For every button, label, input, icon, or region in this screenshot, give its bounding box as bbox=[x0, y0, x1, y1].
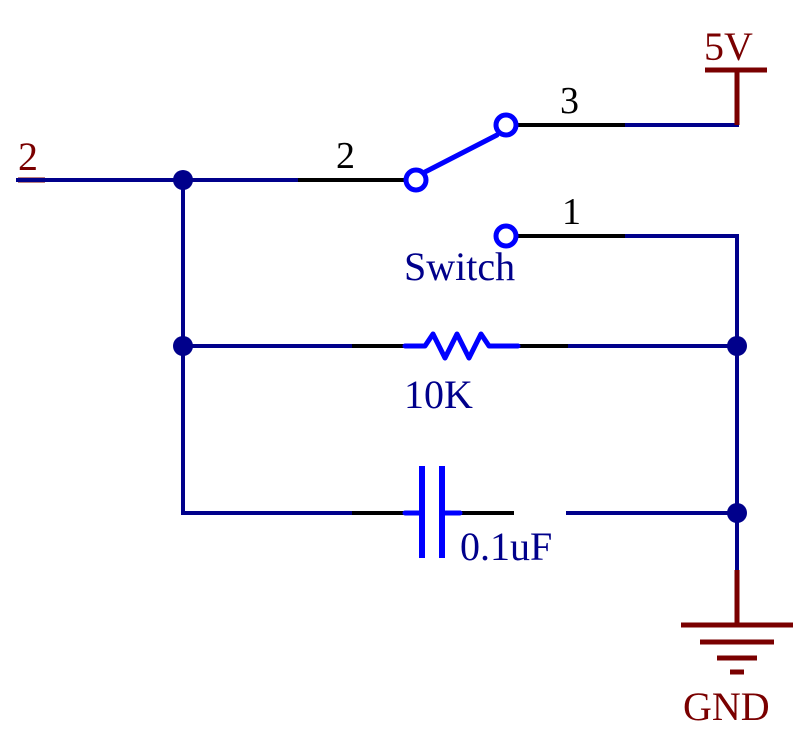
switch-pin3-label: 3 bbox=[560, 80, 579, 122]
junction-dot bbox=[173, 336, 193, 356]
resistor: 10K bbox=[352, 331, 568, 417]
switch: 2 3 1 Switch bbox=[298, 80, 625, 289]
net-label-group: 2 bbox=[18, 134, 45, 183]
capacitor-value-label: 0.1uF bbox=[460, 524, 552, 569]
net-label: 2 bbox=[18, 134, 38, 179]
resistor-zigzag bbox=[402, 331, 521, 361]
switch-contact-common bbox=[403, 167, 429, 193]
junction-dot bbox=[173, 170, 193, 190]
capacitor: 0.1uF bbox=[352, 466, 552, 569]
power-label: 5V bbox=[704, 24, 753, 69]
switch-contact-3 bbox=[493, 112, 519, 138]
switch-pin2-label: 2 bbox=[336, 135, 355, 177]
resistor-value-label: 10K bbox=[404, 372, 473, 417]
switch-pin1-label: 1 bbox=[562, 191, 581, 233]
ground-label: GND bbox=[683, 684, 770, 729]
ground-symbol: GND bbox=[681, 570, 793, 729]
switch-name-label: Switch bbox=[404, 244, 515, 289]
switch-contact-1 bbox=[493, 223, 519, 249]
power-symbol: 5V bbox=[704, 24, 767, 125]
junctions bbox=[173, 170, 747, 523]
junction-dot bbox=[727, 336, 747, 356]
junction-dot bbox=[727, 503, 747, 523]
switch-lever bbox=[422, 132, 500, 175]
